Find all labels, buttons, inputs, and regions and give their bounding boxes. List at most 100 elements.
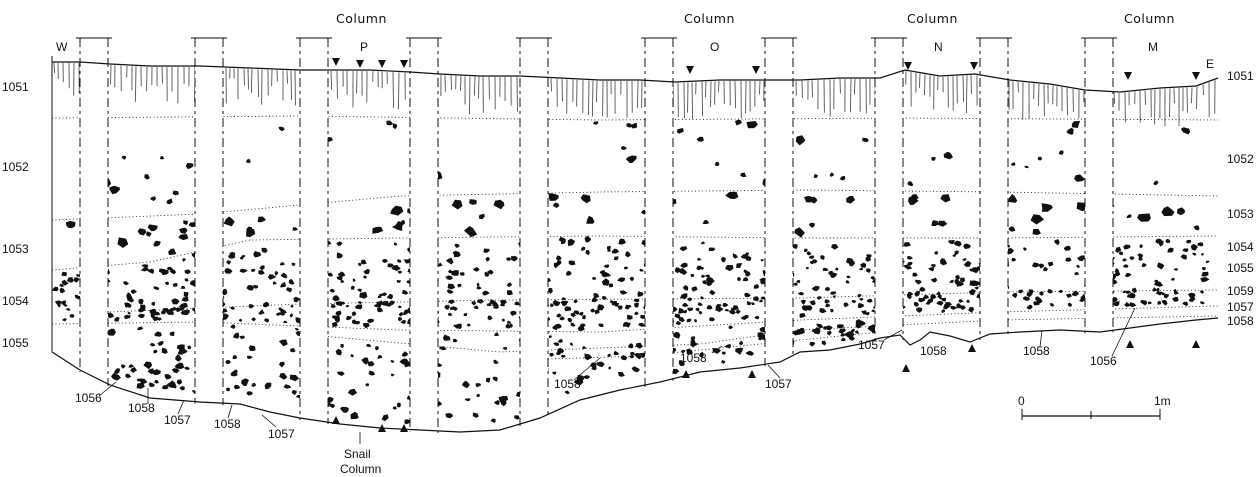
stone-clast	[490, 418, 496, 423]
stone-clast	[1038, 263, 1045, 269]
stone-clast	[825, 325, 833, 331]
stone-clast	[1043, 266, 1049, 272]
stone-clast	[559, 316, 565, 321]
stone-clast	[61, 279, 69, 286]
sample-marker	[968, 344, 976, 352]
stone-clast	[392, 123, 398, 130]
stone-clast	[585, 250, 590, 256]
stone-clast	[1161, 206, 1175, 217]
stone-clast	[171, 298, 180, 305]
stone-clast	[351, 319, 357, 325]
stone-clast	[914, 290, 921, 297]
stone-clast	[494, 400, 500, 405]
stone-clast	[66, 277, 74, 283]
sample-marker	[400, 424, 408, 432]
stone-clast	[336, 302, 341, 305]
stone-clast	[258, 309, 265, 315]
stone-clast	[347, 388, 358, 396]
stone-clast	[390, 373, 395, 377]
stone-clast	[279, 281, 287, 288]
stone-clast	[552, 325, 558, 331]
stone-clast	[907, 255, 913, 260]
baulk-strip	[410, 38, 438, 458]
stone-clast	[360, 259, 367, 265]
stone-clast	[1066, 127, 1074, 135]
stone-clast	[179, 227, 188, 234]
stone-clast	[712, 348, 721, 354]
stone-clast	[1152, 287, 1157, 292]
stone-clast	[251, 268, 256, 272]
stone-clast	[805, 267, 809, 270]
stone-clast	[845, 331, 855, 338]
stone-clast	[1163, 293, 1169, 299]
stone-clast	[396, 405, 401, 408]
stone-clast	[487, 269, 494, 275]
stone-clast	[796, 280, 801, 284]
stone-clast	[124, 314, 130, 320]
stone-clast	[741, 254, 749, 259]
sample-marker	[904, 62, 912, 70]
stone-clast	[1023, 296, 1030, 301]
stone-clast	[147, 368, 155, 375]
stone-clast	[251, 382, 257, 388]
stone-clast	[138, 298, 144, 304]
stone-clast	[744, 292, 751, 298]
stone-clast	[548, 193, 559, 201]
stone-clast	[952, 253, 957, 257]
context-label-1057-mid: 1057	[268, 427, 295, 441]
stone-clast	[259, 265, 265, 271]
stone-clast	[336, 252, 343, 259]
stone-clast	[697, 302, 704, 306]
stone-clast	[907, 181, 914, 187]
stone-clast	[381, 414, 389, 422]
stone-clast	[570, 322, 576, 327]
stone-clast	[61, 271, 67, 277]
stone-clast	[720, 256, 726, 263]
stone-clast	[148, 382, 155, 387]
stone-clast	[351, 311, 357, 316]
stone-clast	[582, 346, 587, 350]
stone-clast	[176, 307, 181, 313]
stone-clast	[934, 251, 938, 255]
stone-clast	[372, 226, 384, 234]
stone-clast	[1182, 301, 1189, 307]
stone-clast	[337, 271, 346, 278]
context-label-1057-n: 1057	[858, 338, 885, 352]
stone-clast	[1190, 243, 1198, 251]
stone-clast	[149, 342, 156, 347]
stone-clast	[469, 199, 477, 205]
stone-clast	[809, 300, 816, 306]
stone-clast	[851, 300, 857, 304]
stone-clast	[804, 248, 808, 253]
stone-clast	[176, 379, 183, 385]
stone-clast	[169, 331, 175, 336]
stone-clast	[472, 412, 479, 418]
stone-clast	[593, 293, 600, 299]
stone-clast	[553, 262, 559, 269]
stone-clast	[278, 307, 283, 311]
stone-clast	[702, 220, 710, 225]
stone-clast	[746, 121, 758, 129]
stone-clast	[400, 219, 406, 225]
stone-clast	[1186, 239, 1192, 244]
column-heading-o: Column	[684, 11, 735, 26]
stone-clast	[262, 301, 270, 308]
ground-surface	[52, 61, 1219, 93]
stone-clast	[854, 330, 859, 335]
stone-clast	[283, 384, 292, 389]
stone-clast	[272, 281, 277, 285]
stone-clast	[706, 305, 713, 310]
stone-clast	[443, 334, 451, 341]
stone-clast	[1066, 293, 1072, 299]
stone-clast	[739, 340, 743, 345]
stone-clast	[697, 257, 702, 261]
stone-clast	[150, 196, 157, 202]
stone-clast	[960, 277, 966, 283]
stone-clast	[166, 266, 174, 271]
stone-clast	[564, 390, 570, 395]
stone-clast	[555, 255, 562, 261]
stone-clast	[140, 267, 150, 272]
stone-clast	[291, 262, 296, 266]
stone-clast	[1201, 267, 1206, 271]
stone-clast	[830, 309, 834, 313]
